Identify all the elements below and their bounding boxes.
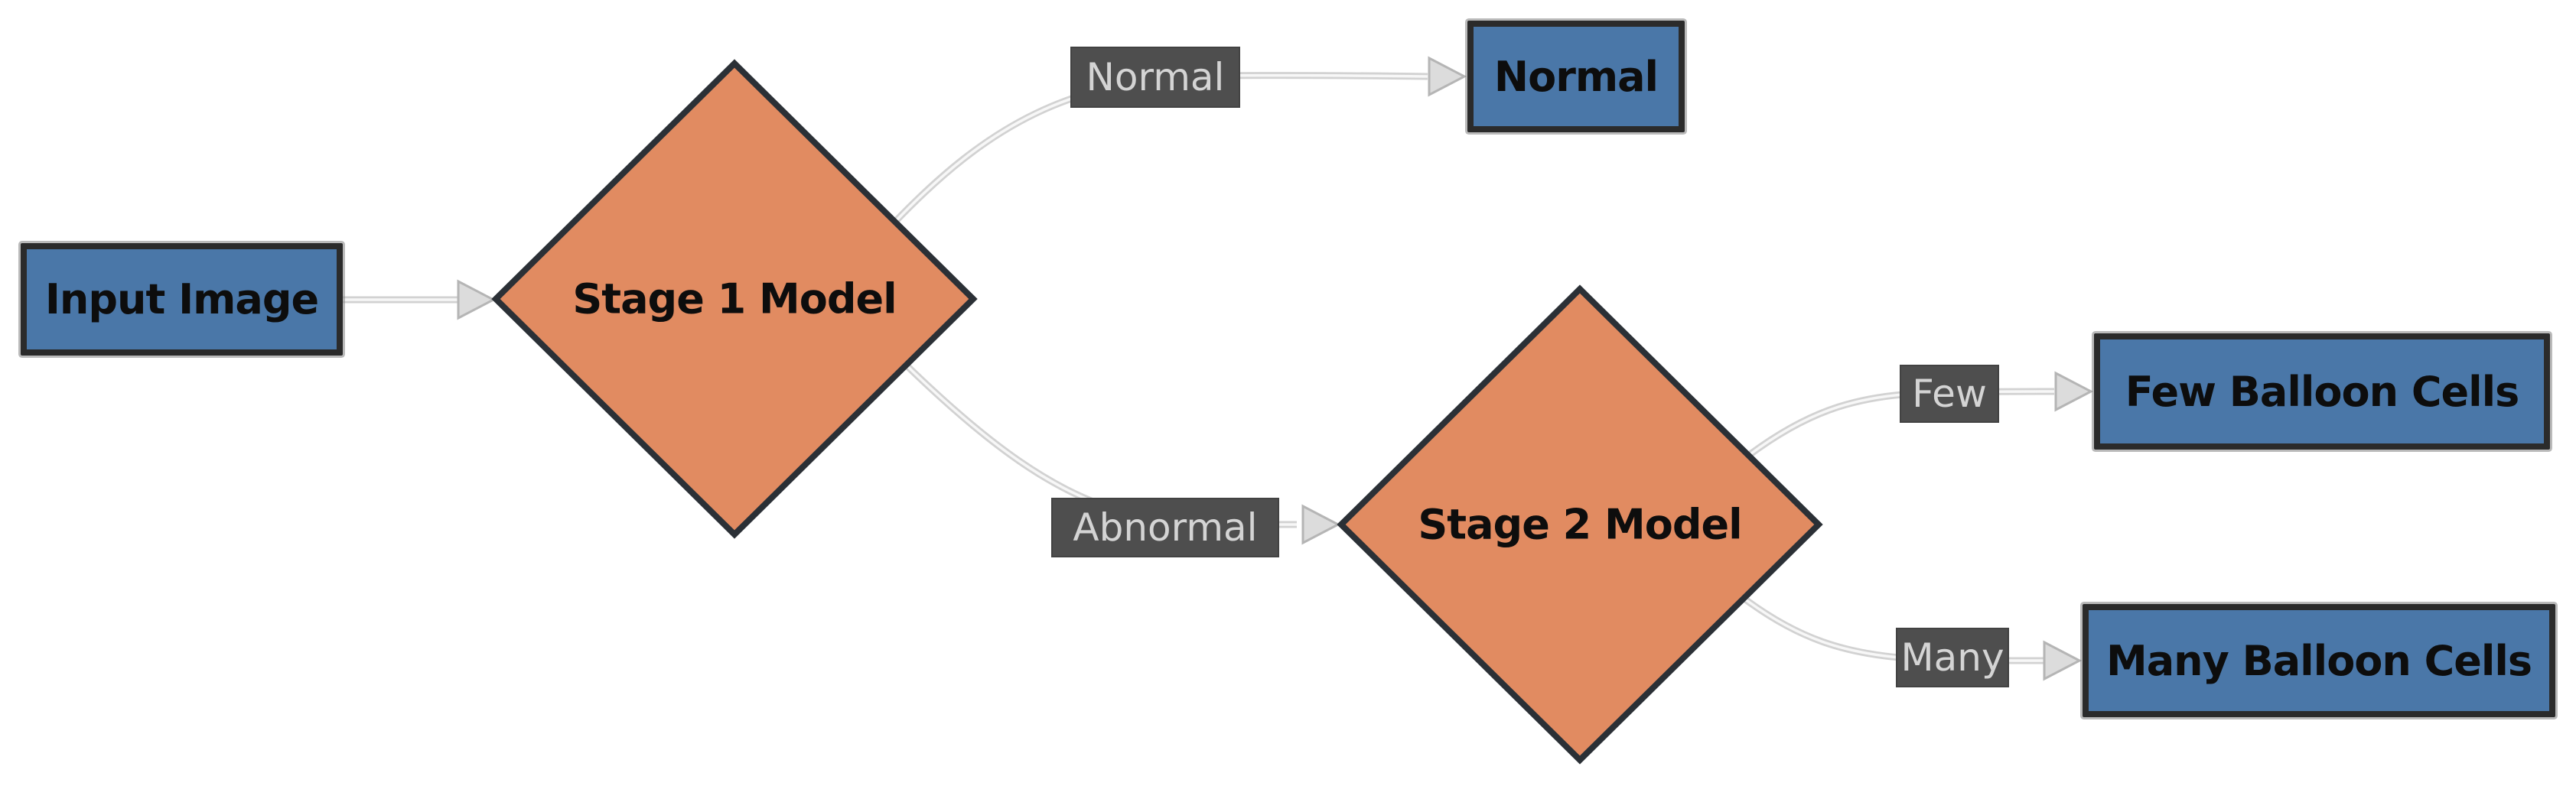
arrowhead-input-to-stage1 xyxy=(457,279,497,320)
node-input-image: Input Image xyxy=(21,243,343,356)
edge-label-normal-text: Normal xyxy=(1086,55,1225,99)
decision-stage-1-model xyxy=(491,59,978,539)
arrowhead-stage1-to-normal xyxy=(1428,56,1467,97)
decision-stage-2-model xyxy=(1337,284,1823,765)
node-many-balloon-cells-label: Many Balloon Cells xyxy=(2105,636,2532,685)
edge-label-normal: Normal xyxy=(1070,47,1240,108)
edge-label-abnormal: Abnormal xyxy=(1051,498,1279,557)
decision-stage-1-model-label: Stage 1 Model xyxy=(572,274,897,323)
node-few-balloon-cells: Few Balloon Cells xyxy=(2094,333,2550,450)
arrowhead-stage2-to-few xyxy=(2054,371,2094,412)
node-input-image-label: Input Image xyxy=(44,275,319,323)
arrowhead-stage1-to-stage2 xyxy=(1301,504,1341,545)
edge-label-few-text: Few xyxy=(1912,372,1987,416)
edge-input-to-stage1 xyxy=(343,279,497,320)
arrowhead-stage2-to-many xyxy=(2043,640,2083,681)
decision-stage-2-model-label: Stage 2 Model xyxy=(1418,500,1742,549)
node-few-balloon-cells-label: Few Balloon Cells xyxy=(2125,367,2519,416)
edge-label-abnormal-text: Abnormal xyxy=(1073,505,1258,550)
edge-label-many-text: Many xyxy=(1900,635,2004,680)
edge-label-few: Few xyxy=(1900,365,1999,423)
node-normal: Normal xyxy=(1467,21,1685,132)
node-many-balloon-cells: Many Balloon Cells xyxy=(2083,604,2555,717)
edge-label-many: Many xyxy=(1896,628,2009,687)
node-normal-label: Normal xyxy=(1493,52,1659,101)
